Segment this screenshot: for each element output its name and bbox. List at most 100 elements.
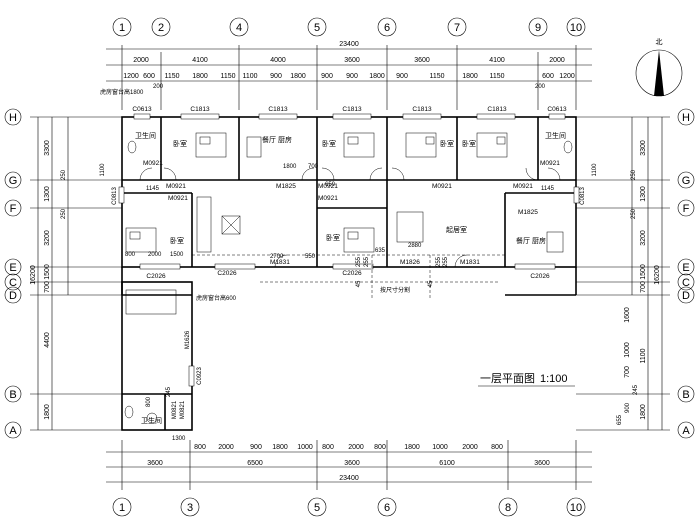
note-eave-top: 虎房窗台高1800 xyxy=(100,88,144,96)
svg-text:2000: 2000 xyxy=(148,252,162,258)
svg-text:8: 8 xyxy=(505,502,511,514)
svg-text:1000: 1000 xyxy=(432,444,448,451)
svg-text:10: 10 xyxy=(570,22,582,34)
svg-text:M1831: M1831 xyxy=(460,259,480,266)
room-bed-5: 卧室 xyxy=(170,236,184,245)
svg-text:6: 6 xyxy=(384,502,390,514)
svg-text:1600: 1600 xyxy=(624,307,631,323)
svg-text:M0921: M0921 xyxy=(432,183,452,190)
svg-text:23400: 23400 xyxy=(339,475,359,482)
svg-text:900: 900 xyxy=(250,444,262,451)
svg-text:1800: 1800 xyxy=(640,404,647,420)
axis-bubble-top-6: 6 xyxy=(377,17,397,37)
svg-text:2000: 2000 xyxy=(549,57,565,64)
top-dimensions: 23400 2000 4100 4000 3600 3600 4100 2000… xyxy=(106,41,592,110)
svg-text:800: 800 xyxy=(491,444,503,451)
svg-text:一层平面图: 一层平面图 xyxy=(480,372,535,385)
svg-text:250: 250 xyxy=(61,169,67,180)
svg-text:600: 600 xyxy=(143,73,155,80)
svg-text:1800: 1800 xyxy=(272,444,288,451)
svg-text:1: 1 xyxy=(119,22,125,34)
svg-text:45: 45 xyxy=(428,280,434,287)
room-bath-right: 卫生间 xyxy=(545,131,566,140)
svg-text:900: 900 xyxy=(321,73,333,80)
svg-text:F: F xyxy=(683,203,690,215)
svg-text:2000: 2000 xyxy=(218,444,234,451)
svg-text:700: 700 xyxy=(624,366,631,378)
svg-text:C1813: C1813 xyxy=(412,106,432,113)
svg-text:C1813: C1813 xyxy=(487,106,507,113)
svg-text:2700: 2700 xyxy=(270,254,284,260)
room-dining-1: 餐厅 厨房 xyxy=(262,135,292,144)
room-living: 起居室 xyxy=(446,225,467,234)
svg-text:1500: 1500 xyxy=(44,264,51,280)
svg-text:245: 245 xyxy=(633,384,639,395)
svg-text:4: 4 xyxy=(236,22,242,34)
svg-text:3600: 3600 xyxy=(147,460,163,467)
svg-text:M0921: M0921 xyxy=(168,195,188,202)
svg-text:M0921: M0921 xyxy=(513,183,533,190)
svg-text:A: A xyxy=(9,425,17,437)
svg-text:2000: 2000 xyxy=(133,57,149,64)
svg-text:3200: 3200 xyxy=(640,230,647,246)
room-bed-1: 卧室 xyxy=(173,139,187,148)
svg-text:255: 255 xyxy=(443,256,449,267)
svg-text:G: G xyxy=(9,175,18,187)
svg-text:A: A xyxy=(682,425,690,437)
svg-text:1300: 1300 xyxy=(640,186,647,202)
svg-text:2880: 2880 xyxy=(408,243,422,249)
svg-text:C: C xyxy=(682,277,690,289)
axis-bubble-top-1: 1 xyxy=(112,17,132,37)
svg-text:4100: 4100 xyxy=(489,57,505,64)
left-dimensions: 16200 3300 1300 3200 1500 700 4400 1800 … xyxy=(30,116,122,431)
axis-bubble-top-5: 5 xyxy=(307,17,327,37)
misc-dimensions: 1145 1145 1800 700 2700 550 2880 2000 80… xyxy=(125,164,555,442)
svg-text:M0921: M0921 xyxy=(318,183,338,190)
svg-text:255: 255 xyxy=(436,256,442,267)
svg-text:1145: 1145 xyxy=(146,186,160,192)
svg-text:4400: 4400 xyxy=(44,332,51,348)
svg-text:C1813: C1813 xyxy=(342,106,362,113)
svg-text:1500: 1500 xyxy=(640,264,647,280)
svg-text:650: 650 xyxy=(325,182,336,188)
svg-text:6500: 6500 xyxy=(247,460,263,467)
north-arrow: 北 xyxy=(635,38,683,97)
room-bed-3: 卧室 xyxy=(440,139,454,148)
svg-text:4100: 4100 xyxy=(192,57,208,64)
svg-text:1800: 1800 xyxy=(192,73,208,80)
svg-text:6: 6 xyxy=(384,22,390,34)
svg-text:1100: 1100 xyxy=(242,73,257,80)
svg-text:1150: 1150 xyxy=(429,73,444,80)
svg-text:1100: 1100 xyxy=(100,163,106,177)
svg-text:2: 2 xyxy=(158,22,164,34)
svg-text:1800: 1800 xyxy=(44,404,51,420)
svg-text:900: 900 xyxy=(346,73,358,80)
svg-text:E: E xyxy=(9,262,16,274)
svg-text:D: D xyxy=(9,290,17,302)
svg-text:200: 200 xyxy=(535,84,546,90)
svg-text:900: 900 xyxy=(396,73,408,80)
svg-text:D: D xyxy=(682,290,690,302)
svg-text:M0821: M0821 xyxy=(180,400,186,419)
svg-text:1:100: 1:100 xyxy=(540,373,568,385)
svg-text:550: 550 xyxy=(305,254,316,260)
svg-text:E: E xyxy=(682,262,689,274)
svg-text:2000: 2000 xyxy=(348,444,364,451)
svg-text:10: 10 xyxy=(570,502,582,514)
svg-text:2000: 2000 xyxy=(462,444,478,451)
windows: C0613 C1813 C1813 C1813 C1813 C1813 C061… xyxy=(118,106,580,387)
svg-text:H: H xyxy=(682,112,690,124)
svg-text:M1831: M1831 xyxy=(270,259,290,266)
svg-text:C2026: C2026 xyxy=(530,273,550,280)
right-axis-bubbles: H G F E D C B A xyxy=(677,108,695,439)
svg-text:1800: 1800 xyxy=(283,164,297,170)
svg-text:1150: 1150 xyxy=(220,73,235,80)
top-dim-total: 23400 xyxy=(339,41,359,48)
svg-text:900: 900 xyxy=(625,402,631,413)
svg-text:3600: 3600 xyxy=(534,460,550,467)
svg-text:C: C xyxy=(9,277,17,289)
svg-text:C2026: C2026 xyxy=(146,273,166,280)
axis-bubble-top-10: 10 xyxy=(566,17,586,37)
svg-text:C0613: C0613 xyxy=(547,106,567,113)
